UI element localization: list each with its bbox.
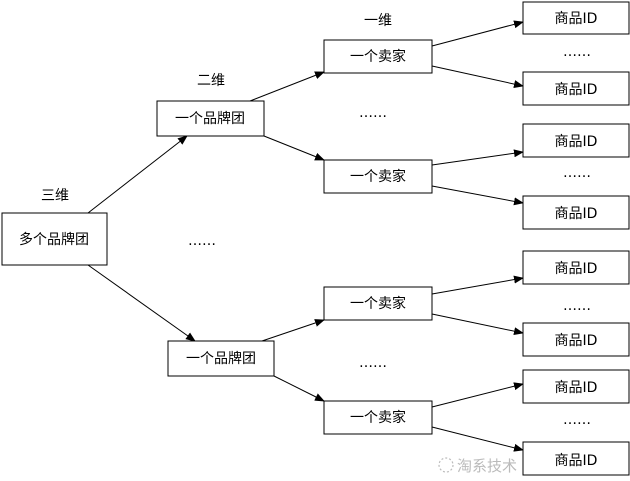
svg-text:一个品牌团: 一个品牌团	[186, 350, 256, 367]
svg-text:商品ID: 商品ID	[555, 134, 598, 150]
product-node: 商品ID	[522, 195, 630, 230]
product-node: 商品ID	[522, 369, 630, 404]
ellipsis: ……	[563, 412, 591, 428]
level-one-label: 一维	[364, 13, 392, 29]
product-node: 商品ID	[522, 322, 630, 357]
brand-group-node: 一个品牌团	[156, 100, 265, 137]
seller-node: 一个卖家	[323, 159, 433, 194]
seller-node: 一个卖家	[323, 39, 433, 74]
watermark: 淘系技术	[438, 457, 517, 475]
brand-group-node: 一个品牌团	[167, 340, 275, 377]
seller-node: 一个卖家	[323, 286, 433, 321]
product-node: 商品ID	[522, 441, 630, 476]
svg-text:商品ID: 商品ID	[555, 11, 598, 27]
svg-text:商品ID: 商品ID	[555, 82, 598, 98]
edges	[87, 20, 524, 452]
svg-text:一个卖家: 一个卖家	[350, 168, 406, 185]
svg-text:一个卖家: 一个卖家	[350, 295, 406, 312]
ellipsis: ……	[563, 44, 591, 60]
root-node: 多个品牌团	[1, 212, 108, 266]
svg-text:商品ID: 商品ID	[555, 333, 598, 349]
product-node: 商品ID	[522, 250, 630, 285]
level-three-label: 三维	[41, 188, 69, 204]
product-node: 商品ID	[522, 71, 630, 106]
svg-text:一个卖家: 一个卖家	[350, 48, 406, 65]
svg-text:一个品牌团: 一个品牌团	[175, 110, 245, 127]
ellipsis: ……	[188, 233, 216, 249]
ellipsis: ……	[563, 165, 591, 181]
ellipsis: ……	[359, 105, 387, 121]
svg-text:商品ID: 商品ID	[555, 453, 598, 469]
product-node: 商品ID	[522, 1, 630, 35]
svg-text:商品ID: 商品ID	[555, 380, 598, 396]
svg-text:商品ID: 商品ID	[555, 206, 598, 222]
svg-text:多个品牌团: 多个品牌团	[19, 231, 89, 248]
svg-text:商品ID: 商品ID	[555, 261, 598, 277]
svg-text:淘系技术: 淘系技术	[457, 457, 517, 475]
watermark-logo-icon	[438, 457, 454, 473]
ellipsis: ……	[563, 298, 591, 314]
ellipsis: ……	[359, 355, 387, 371]
level-two-label: 二维	[197, 73, 225, 89]
product-node: 商品ID	[522, 123, 630, 158]
seller-node: 一个卖家	[323, 400, 433, 435]
svg-text:一个卖家: 一个卖家	[350, 409, 406, 426]
